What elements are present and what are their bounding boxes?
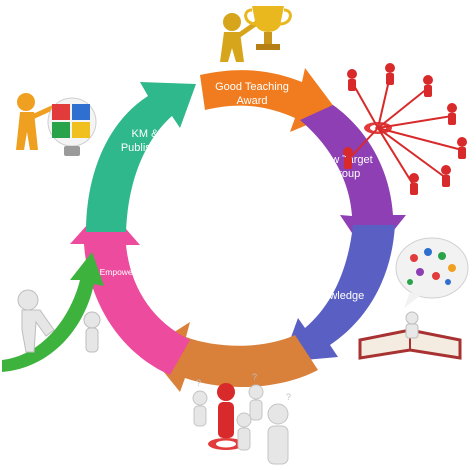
svg-text:?: ?: [196, 378, 201, 388]
leader-crowd-icon: ???: [192, 372, 291, 465]
cycle-ring: [70, 68, 406, 392]
segment-label-line: Award: [237, 95, 268, 107]
segment-label-line: Key Target: [192, 318, 244, 330]
segment-knowledge: [282, 225, 395, 362]
segment-empowerment: [70, 205, 190, 375]
trophy-figure-icon: [220, 6, 292, 62]
puzzle-lightbulb-icon: [16, 93, 97, 156]
speech-bubble-book-icon: [358, 237, 469, 360]
svg-text:?: ?: [252, 372, 257, 382]
segment-label-line: KM &: [132, 128, 160, 140]
segment-label-line: Empowerment: [100, 267, 155, 277]
segment-km-published: [86, 82, 196, 232]
segment-label-line: Published: [121, 142, 169, 154]
growth-arrow-figure-icon: [2, 252, 104, 372]
segment-label-line: Group: [330, 168, 361, 180]
segment-label-line: Group: [203, 332, 234, 344]
svg-text:?: ?: [286, 392, 291, 402]
segment-label: Knowledge: [310, 290, 364, 302]
segment-label: Empowerment: [100, 267, 155, 277]
segment-label-line: Knowledge: [310, 290, 364, 302]
segment-good-teaching-award: [200, 68, 338, 132]
target-network-icon: [343, 63, 467, 195]
segment-new-target-group: [300, 105, 406, 260]
segment-label: KM & Published: [121, 128, 169, 154]
segment-label-line: Good Teaching: [215, 81, 289, 93]
